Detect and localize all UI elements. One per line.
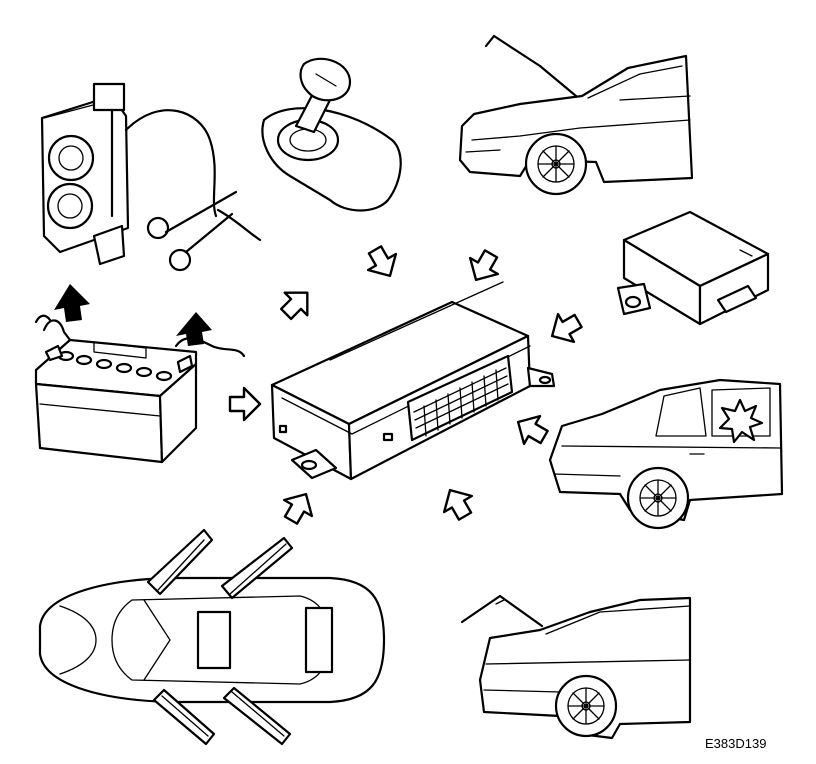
boot-open-car-icon xyxy=(460,594,692,740)
glass-break-car-icon xyxy=(548,378,784,530)
arrow-from-bonnet xyxy=(468,249,500,282)
doors-open-car-icon xyxy=(38,528,386,746)
bonnet-open-car-icon xyxy=(458,34,694,196)
sensor-module-icon xyxy=(616,210,770,326)
connector-pins xyxy=(413,367,509,437)
arrow-from-boot xyxy=(442,488,474,521)
scissors-icon xyxy=(146,190,238,272)
arrow-from-battery xyxy=(228,386,262,422)
arrow-from-ignition xyxy=(366,245,398,278)
arrow-from-sensor xyxy=(550,312,583,344)
arrow-from-broken-window xyxy=(516,414,549,446)
battery-icon xyxy=(34,284,246,464)
lift-arrow-negative xyxy=(54,284,90,322)
siren-icon xyxy=(40,82,262,272)
control-module-icon xyxy=(270,281,556,481)
trigger-arrows xyxy=(228,245,583,525)
arrow-from-doors xyxy=(282,492,314,525)
arrow-from-siren xyxy=(279,291,309,321)
figure-code: E383D139 xyxy=(705,736,766,751)
lift-arrow-positive xyxy=(176,312,212,346)
ignition-key-icon xyxy=(261,57,402,212)
battery-caps xyxy=(57,350,173,382)
glass-break-icon xyxy=(718,398,764,444)
